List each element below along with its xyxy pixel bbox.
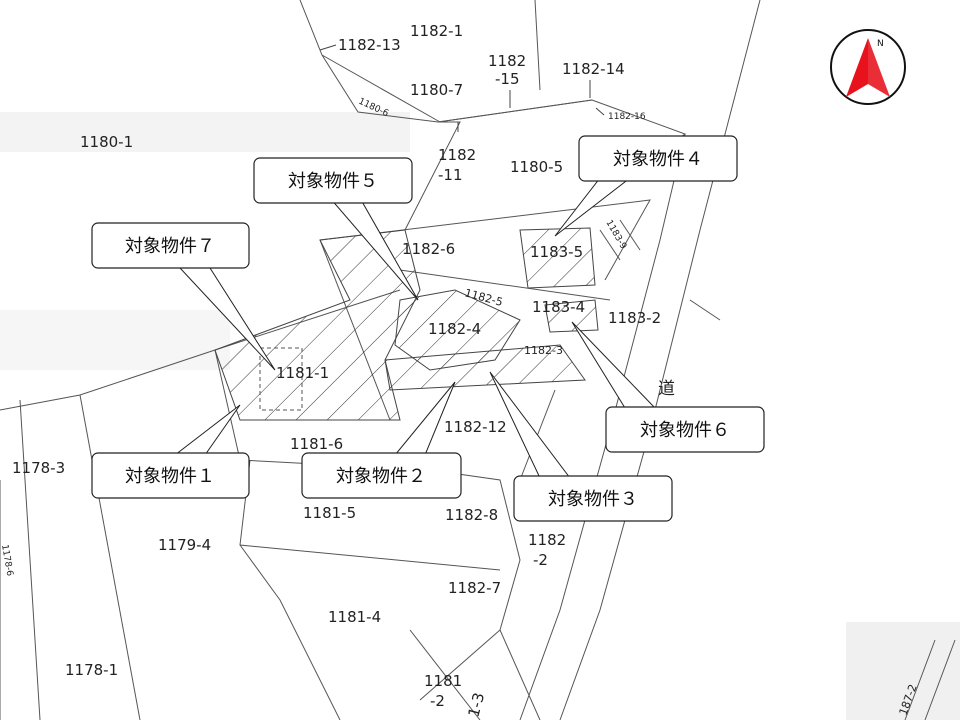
map-shading [846, 622, 960, 720]
lot-label: 1183-2 [608, 309, 661, 327]
map-arrows [319, 44, 605, 132]
callout-label: 対象物件５ [288, 171, 378, 192]
lot-label: 1179-4 [158, 536, 211, 554]
lot-label: 1181 [424, 672, 462, 690]
lot-label: 1182-3 [524, 344, 563, 357]
callout-2: 対象物件２ [301, 452, 462, 499]
callout-label: 対象物件３ [548, 489, 638, 510]
lot-label: 1182-8 [445, 506, 498, 524]
lot-label: 1183-5 [530, 243, 583, 261]
map-shading [0, 310, 230, 370]
callout-label: 対象物件１ [125, 466, 215, 487]
lot-label: 1181-1 [276, 364, 329, 382]
lot-label: 1178-1 [65, 661, 118, 679]
lot-label: 1182-6 [402, 240, 455, 258]
callout-6: 対象物件６ [605, 406, 765, 453]
lot-label: 1180-5 [510, 158, 563, 176]
lot-label: 1181-5 [303, 504, 356, 522]
lot-label: 1182-4 [428, 320, 481, 338]
lot-label: 1-3 [464, 691, 488, 719]
callout-label: 対象物件２ [336, 466, 426, 487]
lot-label: -2 [430, 692, 445, 710]
lot-label: 1178-6 [0, 544, 14, 577]
callout-label: 対象物件７ [125, 236, 215, 257]
lot-label: 1180-7 [410, 81, 463, 99]
lot-label: 1182-7 [448, 579, 501, 597]
lot-label: 1181-6 [290, 435, 343, 453]
lot-label: 1178-3 [12, 459, 65, 477]
lot-label: -2 [533, 551, 548, 569]
hatched-parcels [214, 227, 599, 421]
lot-label: 1182 [438, 146, 476, 164]
lot-labels: 1180-1 1182-1 1182-13 1182 -15 1182-14 1… [0, 22, 920, 719]
callout-label: 対象物件６ [640, 420, 730, 441]
lot-label: -11 [438, 166, 463, 184]
callout-5: 対象物件５ [253, 157, 413, 204]
compass-letter: N [877, 39, 884, 49]
callout-label: 対象物件４ [613, 149, 703, 170]
lot-label: 1182-16 [608, 112, 646, 122]
lot-label: 1182 [528, 531, 566, 549]
lot-label: -15 [495, 70, 520, 88]
lot-label: 1182-12 [444, 418, 507, 436]
lot-label: 1182-14 [562, 60, 625, 78]
lot-label: 1182-1 [410, 22, 463, 40]
callout-3: 対象物件３ [513, 475, 673, 522]
lot-label: 1181-4 [328, 608, 381, 626]
callout-7: 対象物件７ [91, 222, 250, 269]
callout-1: 対象物件１ [91, 452, 250, 499]
north-arrow-icon: N [830, 29, 906, 105]
callout-4: 対象物件４ [578, 135, 738, 182]
lot-label: 1183-4 [532, 298, 585, 316]
lot-label: 1182-13 [338, 36, 401, 54]
lot-label: 1180-1 [80, 133, 133, 151]
map-shading [0, 112, 410, 152]
lot-label: 1182 [488, 52, 526, 70]
road-label: 道 [658, 379, 675, 399]
